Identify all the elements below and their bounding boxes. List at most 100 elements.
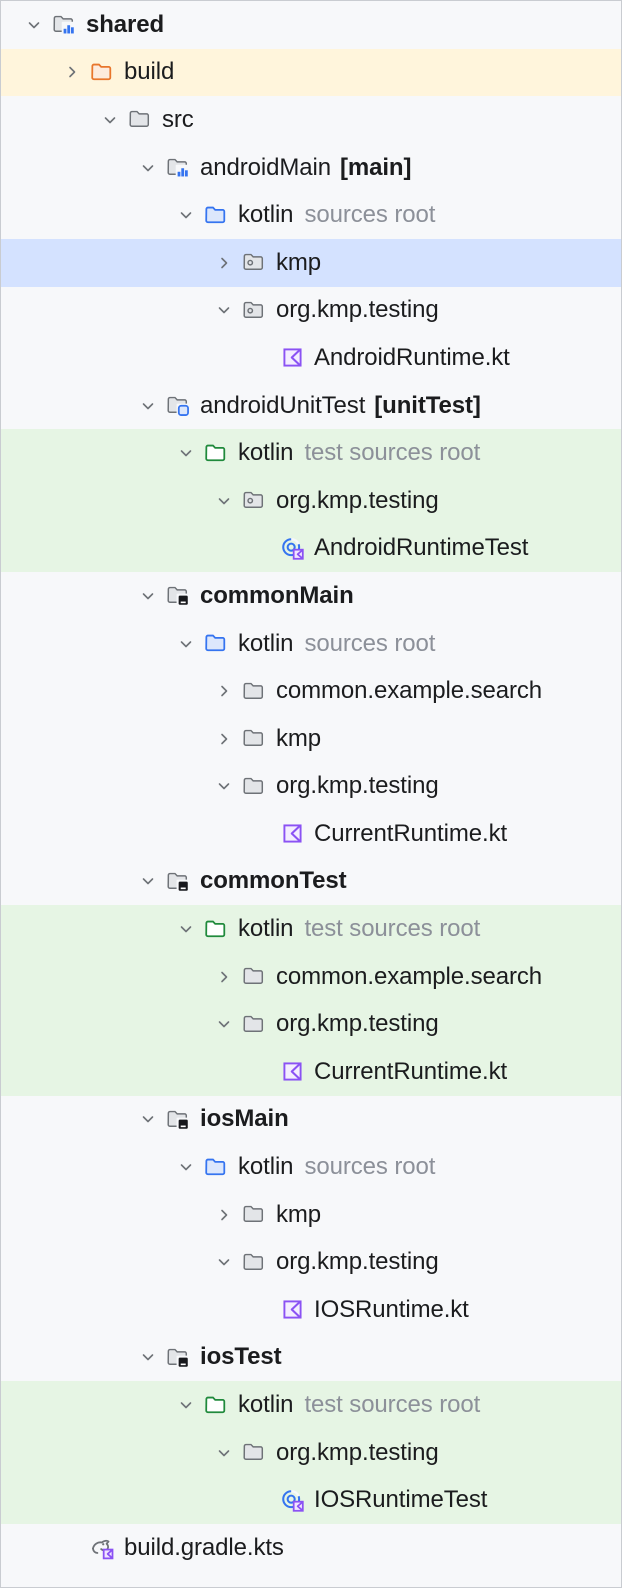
tree-item-root-tag: sources root bbox=[304, 201, 436, 229]
chevron-down-icon[interactable] bbox=[133, 866, 163, 896]
tree-item-label: IOSRuntime.kt bbox=[314, 1295, 469, 1323]
chevron-down-icon[interactable] bbox=[171, 914, 201, 944]
tree-item-label: common.example.search bbox=[276, 962, 543, 990]
tree-item-root-tag: sources root bbox=[304, 629, 436, 657]
sources-root-folder-icon bbox=[201, 200, 231, 230]
tree-row[interactable]: AndroidRuntimeTest bbox=[1, 524, 621, 573]
tree-item-label: AndroidRuntimeTest bbox=[314, 534, 529, 562]
folder-icon bbox=[239, 676, 269, 706]
chevron-down-icon[interactable] bbox=[209, 1438, 239, 1468]
folder-icon bbox=[239, 1438, 269, 1468]
tree-item-label: iosMain bbox=[200, 1105, 289, 1133]
tree-arrow-placeholder bbox=[247, 533, 277, 563]
chevron-right-icon[interactable] bbox=[209, 962, 239, 992]
chevron-down-icon[interactable] bbox=[209, 486, 239, 516]
tree-item-label: build bbox=[124, 58, 175, 86]
tree-row[interactable]: org.kmp.testing bbox=[1, 1000, 621, 1049]
chevron-down-icon[interactable] bbox=[171, 629, 201, 659]
chevron-down-icon[interactable] bbox=[133, 1342, 163, 1372]
chevron-down-icon[interactable] bbox=[209, 1247, 239, 1277]
chevron-down-icon[interactable] bbox=[171, 1152, 201, 1182]
chevron-down-icon[interactable] bbox=[209, 295, 239, 325]
tree-row[interactable]: kotlin sources root bbox=[1, 191, 621, 239]
chevron-down-icon[interactable] bbox=[19, 10, 49, 40]
tree-row[interactable]: iosTest bbox=[1, 1334, 621, 1382]
tree-row[interactable]: CurrentRuntime.kt bbox=[1, 810, 621, 858]
tree-item-label: androidMain bbox=[200, 153, 331, 181]
chevron-down-icon[interactable] bbox=[171, 438, 201, 468]
tree-row[interactable]: build.gradle.kts bbox=[1, 1524, 621, 1572]
tree-item-label: CurrentRuntime.kt bbox=[314, 1057, 508, 1085]
tree-row[interactable]: shared bbox=[1, 1, 621, 49]
tree-item-root-tag: test sources root bbox=[304, 915, 481, 943]
tree-arrow-placeholder bbox=[247, 1485, 277, 1515]
tree-row[interactable]: IOSRuntimeTest bbox=[1, 1476, 621, 1524]
tree-item-label: iosTest bbox=[200, 1343, 282, 1371]
tree-item-label: AndroidRuntime.kt bbox=[314, 343, 510, 371]
chevron-right-icon[interactable] bbox=[209, 248, 239, 278]
chevron-down-icon[interactable] bbox=[133, 391, 163, 421]
folder-icon bbox=[239, 1200, 269, 1230]
tree-row[interactable]: org.kmp.testing bbox=[1, 476, 621, 525]
tree-item-label: org.kmp.testing bbox=[276, 296, 439, 324]
tree-row[interactable]: commonTest bbox=[1, 858, 621, 906]
tree-row[interactable]: org.kmp.testing bbox=[1, 287, 621, 335]
tree-arrow-placeholder bbox=[57, 1533, 87, 1563]
package-folder-icon bbox=[239, 248, 269, 278]
tree-row[interactable]: org.kmp.testing bbox=[1, 1238, 621, 1286]
tree-arrow-placeholder bbox=[247, 1295, 277, 1325]
chevron-down-icon[interactable] bbox=[133, 153, 163, 183]
tree-item-label: CurrentRuntime.kt bbox=[314, 819, 508, 847]
tree-item-label: kotlin bbox=[238, 201, 294, 229]
tree-item-label: kotlin bbox=[238, 629, 294, 657]
tree-item-label: org.kmp.testing bbox=[276, 1010, 439, 1038]
tree-row[interactable]: kmp bbox=[1, 715, 621, 763]
chevron-down-icon[interactable] bbox=[133, 581, 163, 611]
tree-row[interactable]: build bbox=[1, 48, 621, 97]
chevron-right-icon[interactable] bbox=[209, 676, 239, 706]
tree-row[interactable]: kotlin sources root bbox=[1, 620, 621, 668]
chevron-down-icon[interactable] bbox=[95, 105, 125, 135]
tree-item-label: build.gradle.kts bbox=[124, 1533, 284, 1561]
tree-row[interactable]: iosMain bbox=[1, 1096, 621, 1144]
tree-row[interactable]: src bbox=[1, 96, 621, 144]
tree-row[interactable]: androidMain[main] bbox=[1, 144, 621, 192]
tree-row[interactable]: commonMain bbox=[1, 572, 621, 620]
tree-row[interactable]: org.kmp.testing bbox=[1, 1428, 621, 1477]
chevron-down-icon[interactable] bbox=[171, 200, 201, 230]
tree-arrow-placeholder bbox=[247, 819, 277, 849]
tree-row[interactable]: common.example.search bbox=[1, 667, 621, 715]
tree-item-root-tag: test sources root bbox=[304, 1391, 481, 1419]
chevron-down-icon[interactable] bbox=[209, 771, 239, 801]
tree-row[interactable]: org.kmp.testing bbox=[1, 763, 621, 811]
tree-item-label: org.kmp.testing bbox=[276, 1438, 439, 1466]
tree-row[interactable]: kmp bbox=[1, 238, 621, 287]
tree-item-root-tag: sources root bbox=[304, 1153, 436, 1181]
tree-item-label: kotlin bbox=[238, 439, 294, 467]
chevron-down-icon[interactable] bbox=[209, 1009, 239, 1039]
tree-row[interactable]: CurrentRuntime.kt bbox=[1, 1048, 621, 1096]
package-folder-icon bbox=[239, 295, 269, 325]
kotlin-class-icon bbox=[277, 1485, 307, 1515]
module-folder-icon bbox=[49, 10, 79, 40]
gradle-kts-file-icon bbox=[87, 1533, 117, 1563]
folder-icon bbox=[125, 105, 155, 135]
chevron-down-icon[interactable] bbox=[133, 1104, 163, 1134]
tree-item-label: org.kmp.testing bbox=[276, 1248, 439, 1276]
chevron-right-icon[interactable] bbox=[57, 57, 87, 87]
tree-row[interactable]: common.example.search bbox=[1, 952, 621, 1001]
kotlin-file-icon bbox=[277, 1057, 307, 1087]
tree-row[interactable]: kmp bbox=[1, 1191, 621, 1239]
chevron-right-icon[interactable] bbox=[209, 1200, 239, 1230]
chevron-down-icon[interactable] bbox=[171, 1390, 201, 1420]
tree-row[interactable]: IOSRuntime.kt bbox=[1, 1286, 621, 1334]
chevron-right-icon[interactable] bbox=[209, 724, 239, 754]
folder-icon bbox=[239, 771, 269, 801]
tree-row[interactable]: androidUnitTest[unitTest] bbox=[1, 382, 621, 430]
tree-row[interactable]: AndroidRuntime.kt bbox=[1, 334, 621, 382]
